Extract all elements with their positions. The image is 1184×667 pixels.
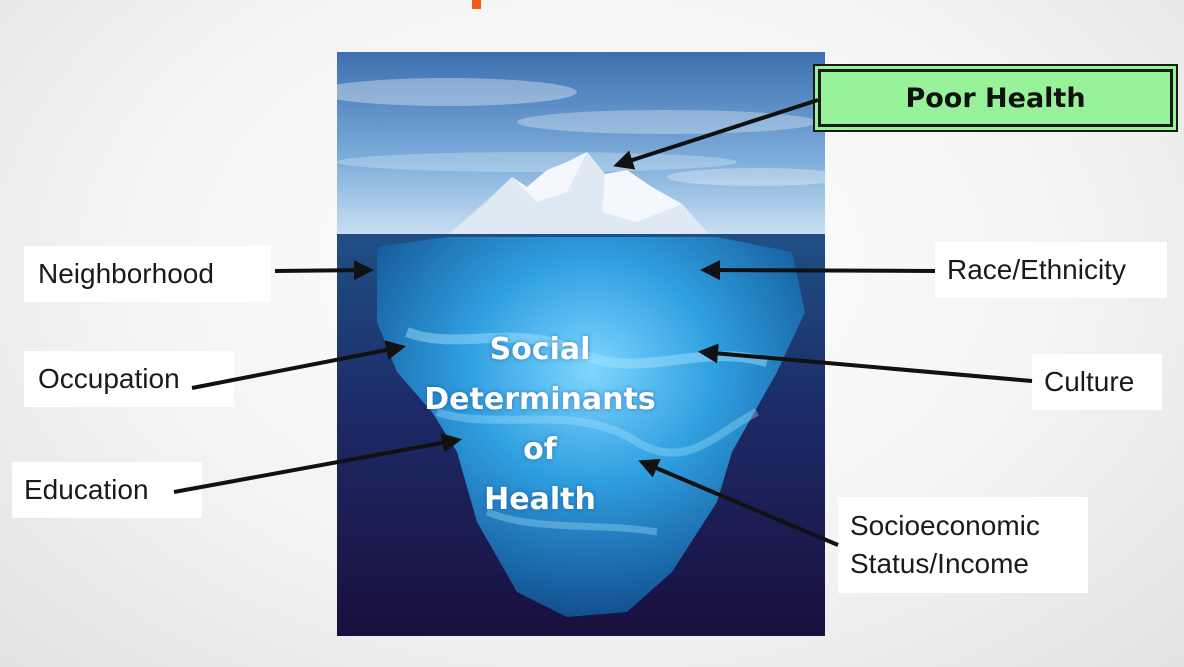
iceberg-image xyxy=(337,52,825,636)
race-ethnicity-box: Race/Ethnicity xyxy=(935,242,1167,298)
title-accent-mark xyxy=(472,0,481,9)
arrow-culture xyxy=(698,343,1033,383)
education-label: Education xyxy=(24,474,149,505)
occupation-box: Occupation xyxy=(24,351,234,407)
poor-health-box: Poor Health xyxy=(818,69,1173,127)
culture-label: Culture xyxy=(1044,366,1135,397)
center-title-line-4: Health xyxy=(484,482,596,517)
arrow-occupation xyxy=(191,340,406,390)
center-title-line-1: Social xyxy=(489,332,591,367)
arrow-race-ethnicity xyxy=(700,260,936,281)
arrow-education xyxy=(173,433,462,494)
center-title: Social Determinants of Health xyxy=(400,325,680,525)
neighborhood-box: Neighborhood xyxy=(24,246,271,302)
socioeconomic-label-line-2: Status/Income xyxy=(850,548,1029,579)
culture-box: Culture xyxy=(1032,354,1162,410)
center-title-line-3: of xyxy=(523,432,557,467)
center-title-line-2: Determinants xyxy=(424,382,656,417)
socioeconomic-box: Socioeconomic Status/Income xyxy=(838,497,1088,593)
education-box: Education xyxy=(12,462,202,518)
socioeconomic-label-line-1: Socioeconomic xyxy=(850,510,1040,541)
poor-health-label: Poor Health xyxy=(905,82,1086,114)
arrow-poor-health xyxy=(613,98,819,170)
race-ethnicity-label: Race/Ethnicity xyxy=(947,254,1126,285)
occupation-label: Occupation xyxy=(38,363,180,394)
arrow-neighborhood xyxy=(274,260,374,281)
arrow-socioeconomic xyxy=(638,459,839,547)
neighborhood-label: Neighborhood xyxy=(38,258,214,289)
